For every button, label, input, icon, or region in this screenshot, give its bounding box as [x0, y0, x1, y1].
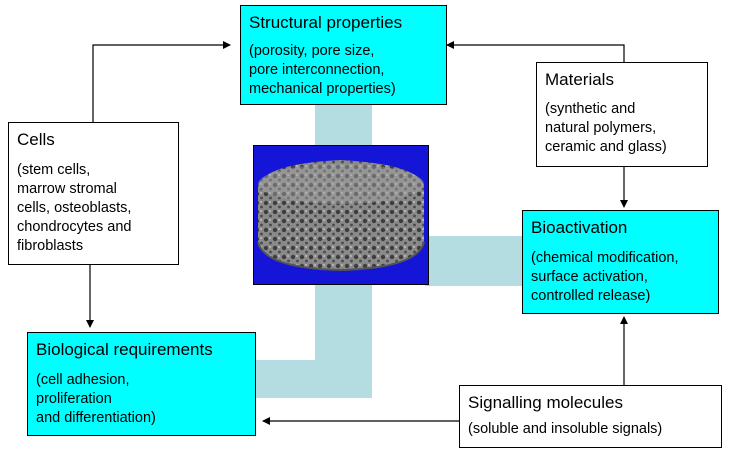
signalling-molecules-box: Signalling molecules (soluble and insolu… — [459, 385, 722, 448]
arrow-materials-to-structural — [446, 41, 625, 62]
structural-properties-box: Structural properties (porosity, pore si… — [240, 5, 447, 105]
cells-description: (stem cells, marrow stromal cells, osteo… — [17, 162, 132, 254]
materials-box: Materials (synthetic and natural polymer… — [536, 62, 708, 167]
signalling-molecules-title: Signalling molecules — [468, 393, 623, 412]
signalling-molecules-description: (soluble and insoluble signals) — [468, 421, 663, 437]
band-biological — [255, 360, 372, 398]
bioactivation-description: (chemical modification, surface activati… — [531, 250, 679, 304]
structural-properties-title: Structural properties — [249, 13, 403, 32]
cells-box: Cells (stem cells, marrow stromal cells,… — [8, 122, 179, 265]
cells-title: Cells — [17, 130, 55, 149]
band-structural — [315, 105, 372, 150]
porous-scaffold-icon — [257, 160, 425, 272]
scaffold-image — [253, 145, 429, 285]
materials-title: Materials — [545, 70, 614, 89]
arrow-cells-to-structural — [92, 41, 231, 122]
connector-bands — [255, 105, 525, 398]
bioactivation-box: Bioactivation (chemical modification, su… — [522, 210, 719, 314]
bioactivation-title: Bioactivation — [531, 218, 628, 237]
materials-description: (synthetic and natural polymers, ceramic… — [545, 101, 667, 155]
biological-requirements-title: Biological requirements — [36, 340, 213, 359]
band-bioactivation — [425, 236, 525, 286]
biological-requirements-box: Biological requirements (cell adhesion, … — [27, 332, 256, 436]
biological-requirements-description: (cell adhesion, proliferation and differ… — [36, 372, 156, 426]
structural-properties-description: (porosity, pore size, pore interconnecti… — [249, 43, 396, 97]
